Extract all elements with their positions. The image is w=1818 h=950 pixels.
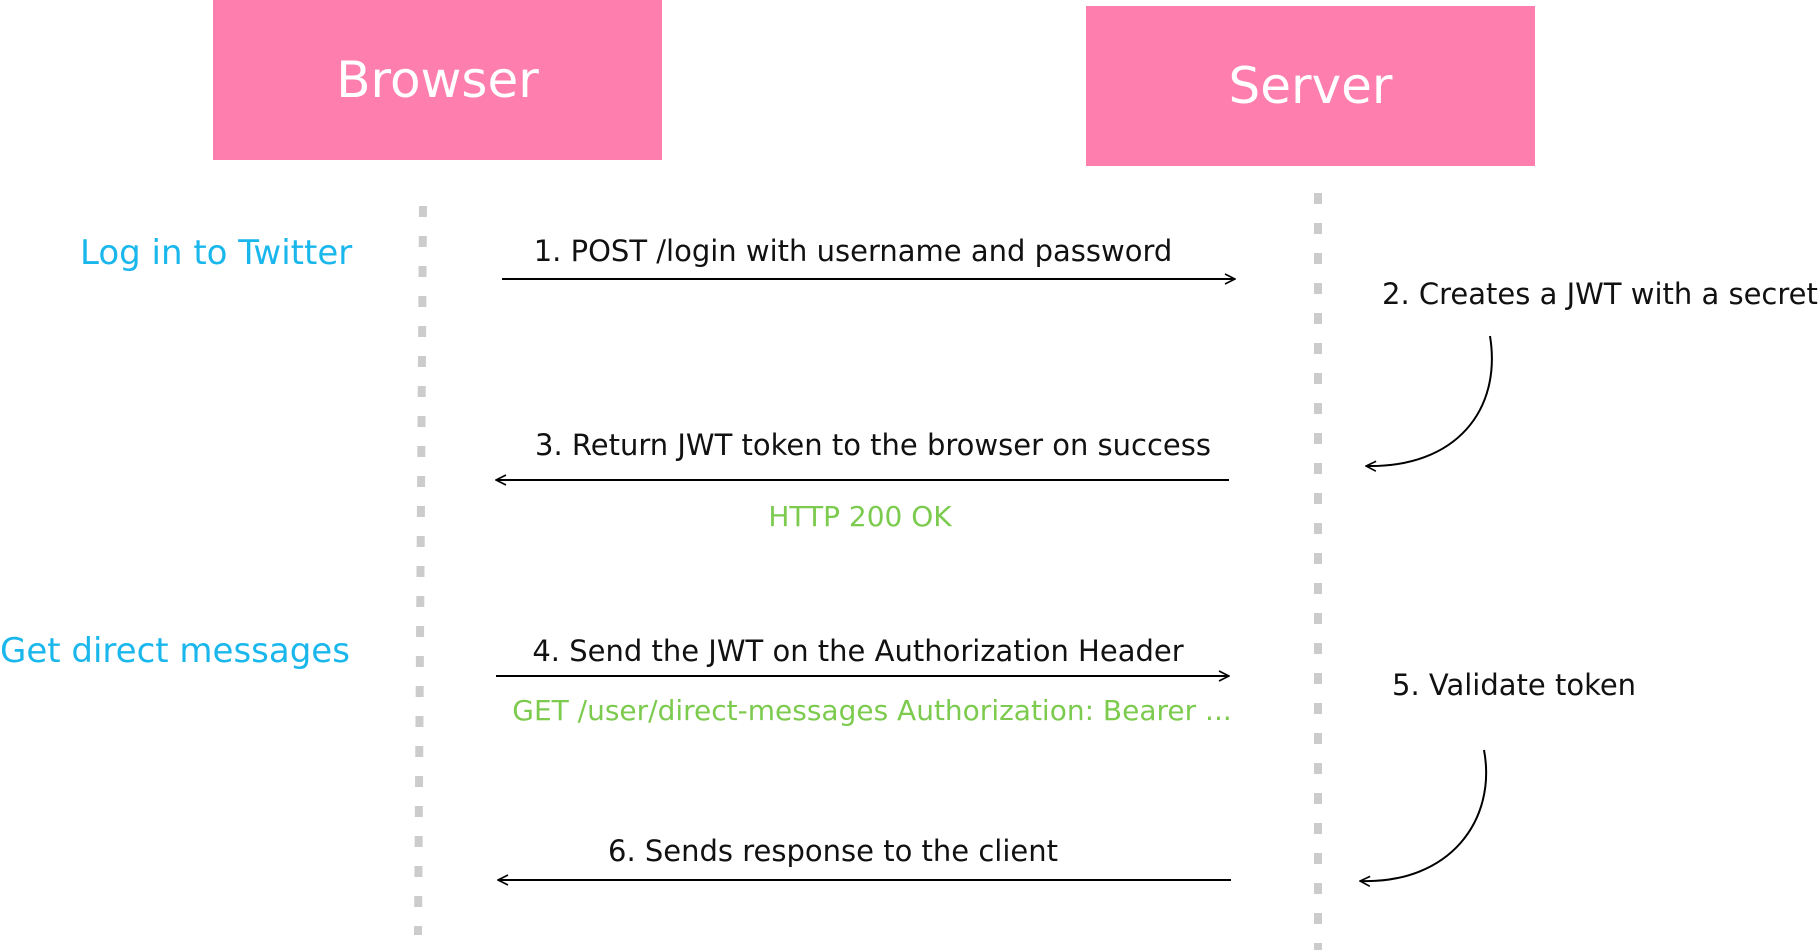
browser-lifeline [414,205,427,936]
server-actor-box: Server [1086,6,1535,166]
section-messages-label: Get direct messages [0,631,350,671]
curve-step-2 [1366,335,1493,466]
step-1-label: 1. POST /login with username and passwor… [533,234,1173,268]
browser-actor-label: Browser [336,51,539,109]
http-ok-label: HTTP 200 OK [768,500,952,533]
curve-step-5 [1360,749,1488,881]
http-get-label: GET /user/direct-messages Authorization:… [512,694,1232,727]
step-2-label: 2. Creates a JWT with a secret [1382,277,1818,311]
step-3-label: 3. Return JWT token to the browser on su… [535,428,1211,462]
server-actor-label: Server [1228,57,1393,115]
step-6-label: 6. Sends response to the client [608,834,1058,868]
browser-actor-box: Browser [213,0,662,160]
step-4-label: 4. Send the JWT on the Authorization Hea… [532,634,1184,668]
step-5-label: 5. Validate token [1392,668,1637,702]
section-login-label: Log in to Twitter [80,233,353,273]
